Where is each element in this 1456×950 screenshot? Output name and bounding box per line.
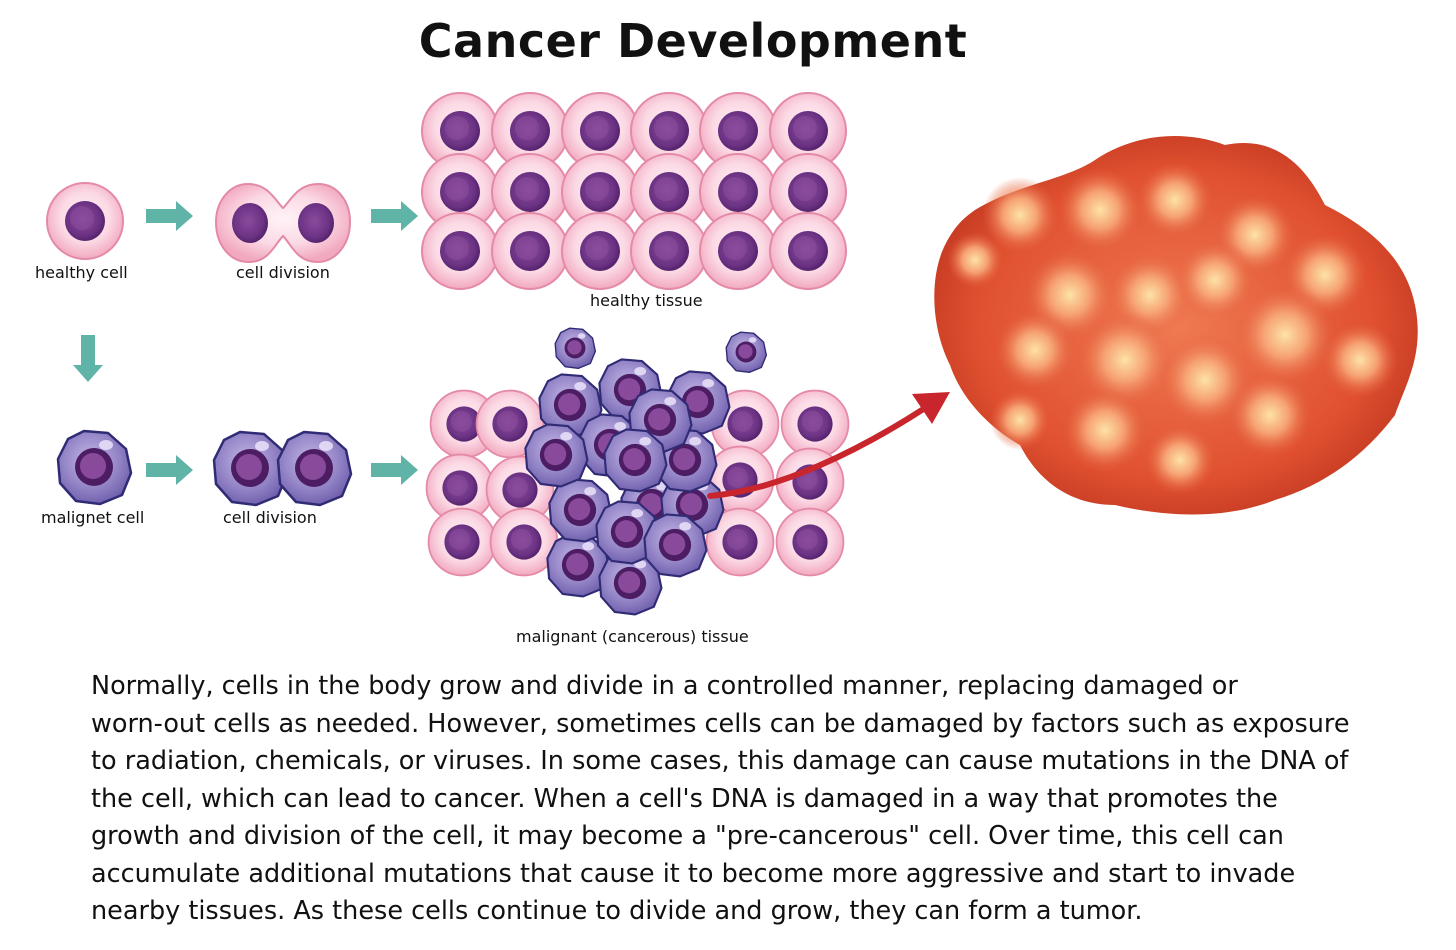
malignant-cell-label: malignet cell (41, 508, 145, 527)
healthy-cell-label: healthy cell (35, 263, 128, 282)
malignant-cell-illustration (56, 429, 133, 506)
healthy-cell-division-illustration (214, 182, 352, 264)
healthy-cell-division-label: cell division (236, 263, 330, 282)
malignant-cell-division-label: cell division (223, 508, 317, 527)
right-arrow-icon (146, 455, 193, 485)
description-line: to radiation, chemicals, or viruses. In … (91, 746, 1349, 776)
healthy-tissue-label: healthy tissue (590, 291, 703, 310)
description-line: growth and division of the cell, it may … (91, 821, 1284, 851)
malignant-cell-division-illustration (212, 430, 353, 507)
right-arrow-icon (371, 201, 418, 231)
description-line: accumulate additional mutations that cau… (91, 858, 1296, 889)
description-line: worn-out cells as needed. However, somet… (91, 708, 1350, 739)
description-paragraph: Normally, cells in the body grow and div… (91, 668, 1381, 931)
malignant-tissue-illustration (425, 327, 950, 616)
healthy-tissue-illustration (421, 92, 847, 290)
page-title: Cancer Development (418, 14, 968, 68)
description-line: nearby tissues. As these cells continue … (91, 896, 1143, 926)
description-line: Normally, cells in the body grow and div… (91, 671, 1238, 701)
down-arrow-icon (73, 335, 103, 382)
healthy-cell-illustration (46, 182, 124, 260)
right-arrow-icon (371, 455, 418, 485)
right-arrow-icon (146, 201, 193, 231)
description-line: the cell, which can lead to cancer. When… (91, 783, 1278, 814)
malignant-tissue-label: malignant (cancerous) tissue (516, 627, 749, 646)
tumor-illustration (934, 136, 1418, 515)
